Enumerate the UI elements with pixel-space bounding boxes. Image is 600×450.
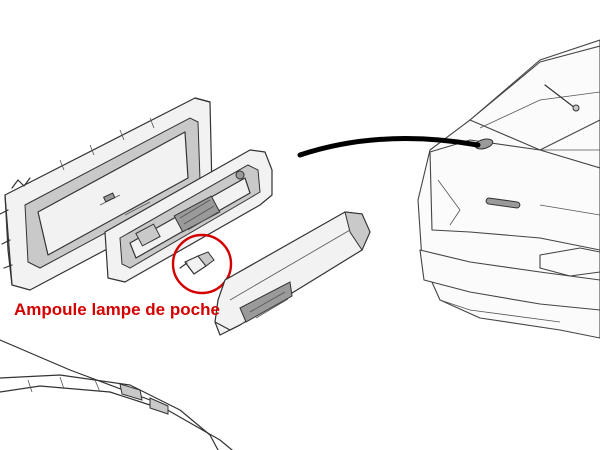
- roof-rail: [0, 339, 233, 450]
- lens-cover: [214, 211, 371, 336]
- callout-label: Ampoule lampe de poche: [14, 300, 220, 319]
- lamp-frame: [104, 149, 273, 283]
- leader-line: [297, 135, 481, 158]
- lamp-housing: [0, 97, 213, 291]
- car-rear: [417, 39, 600, 339]
- bulb-highlight-circle: [171, 233, 233, 295]
- bulb: [179, 251, 215, 275]
